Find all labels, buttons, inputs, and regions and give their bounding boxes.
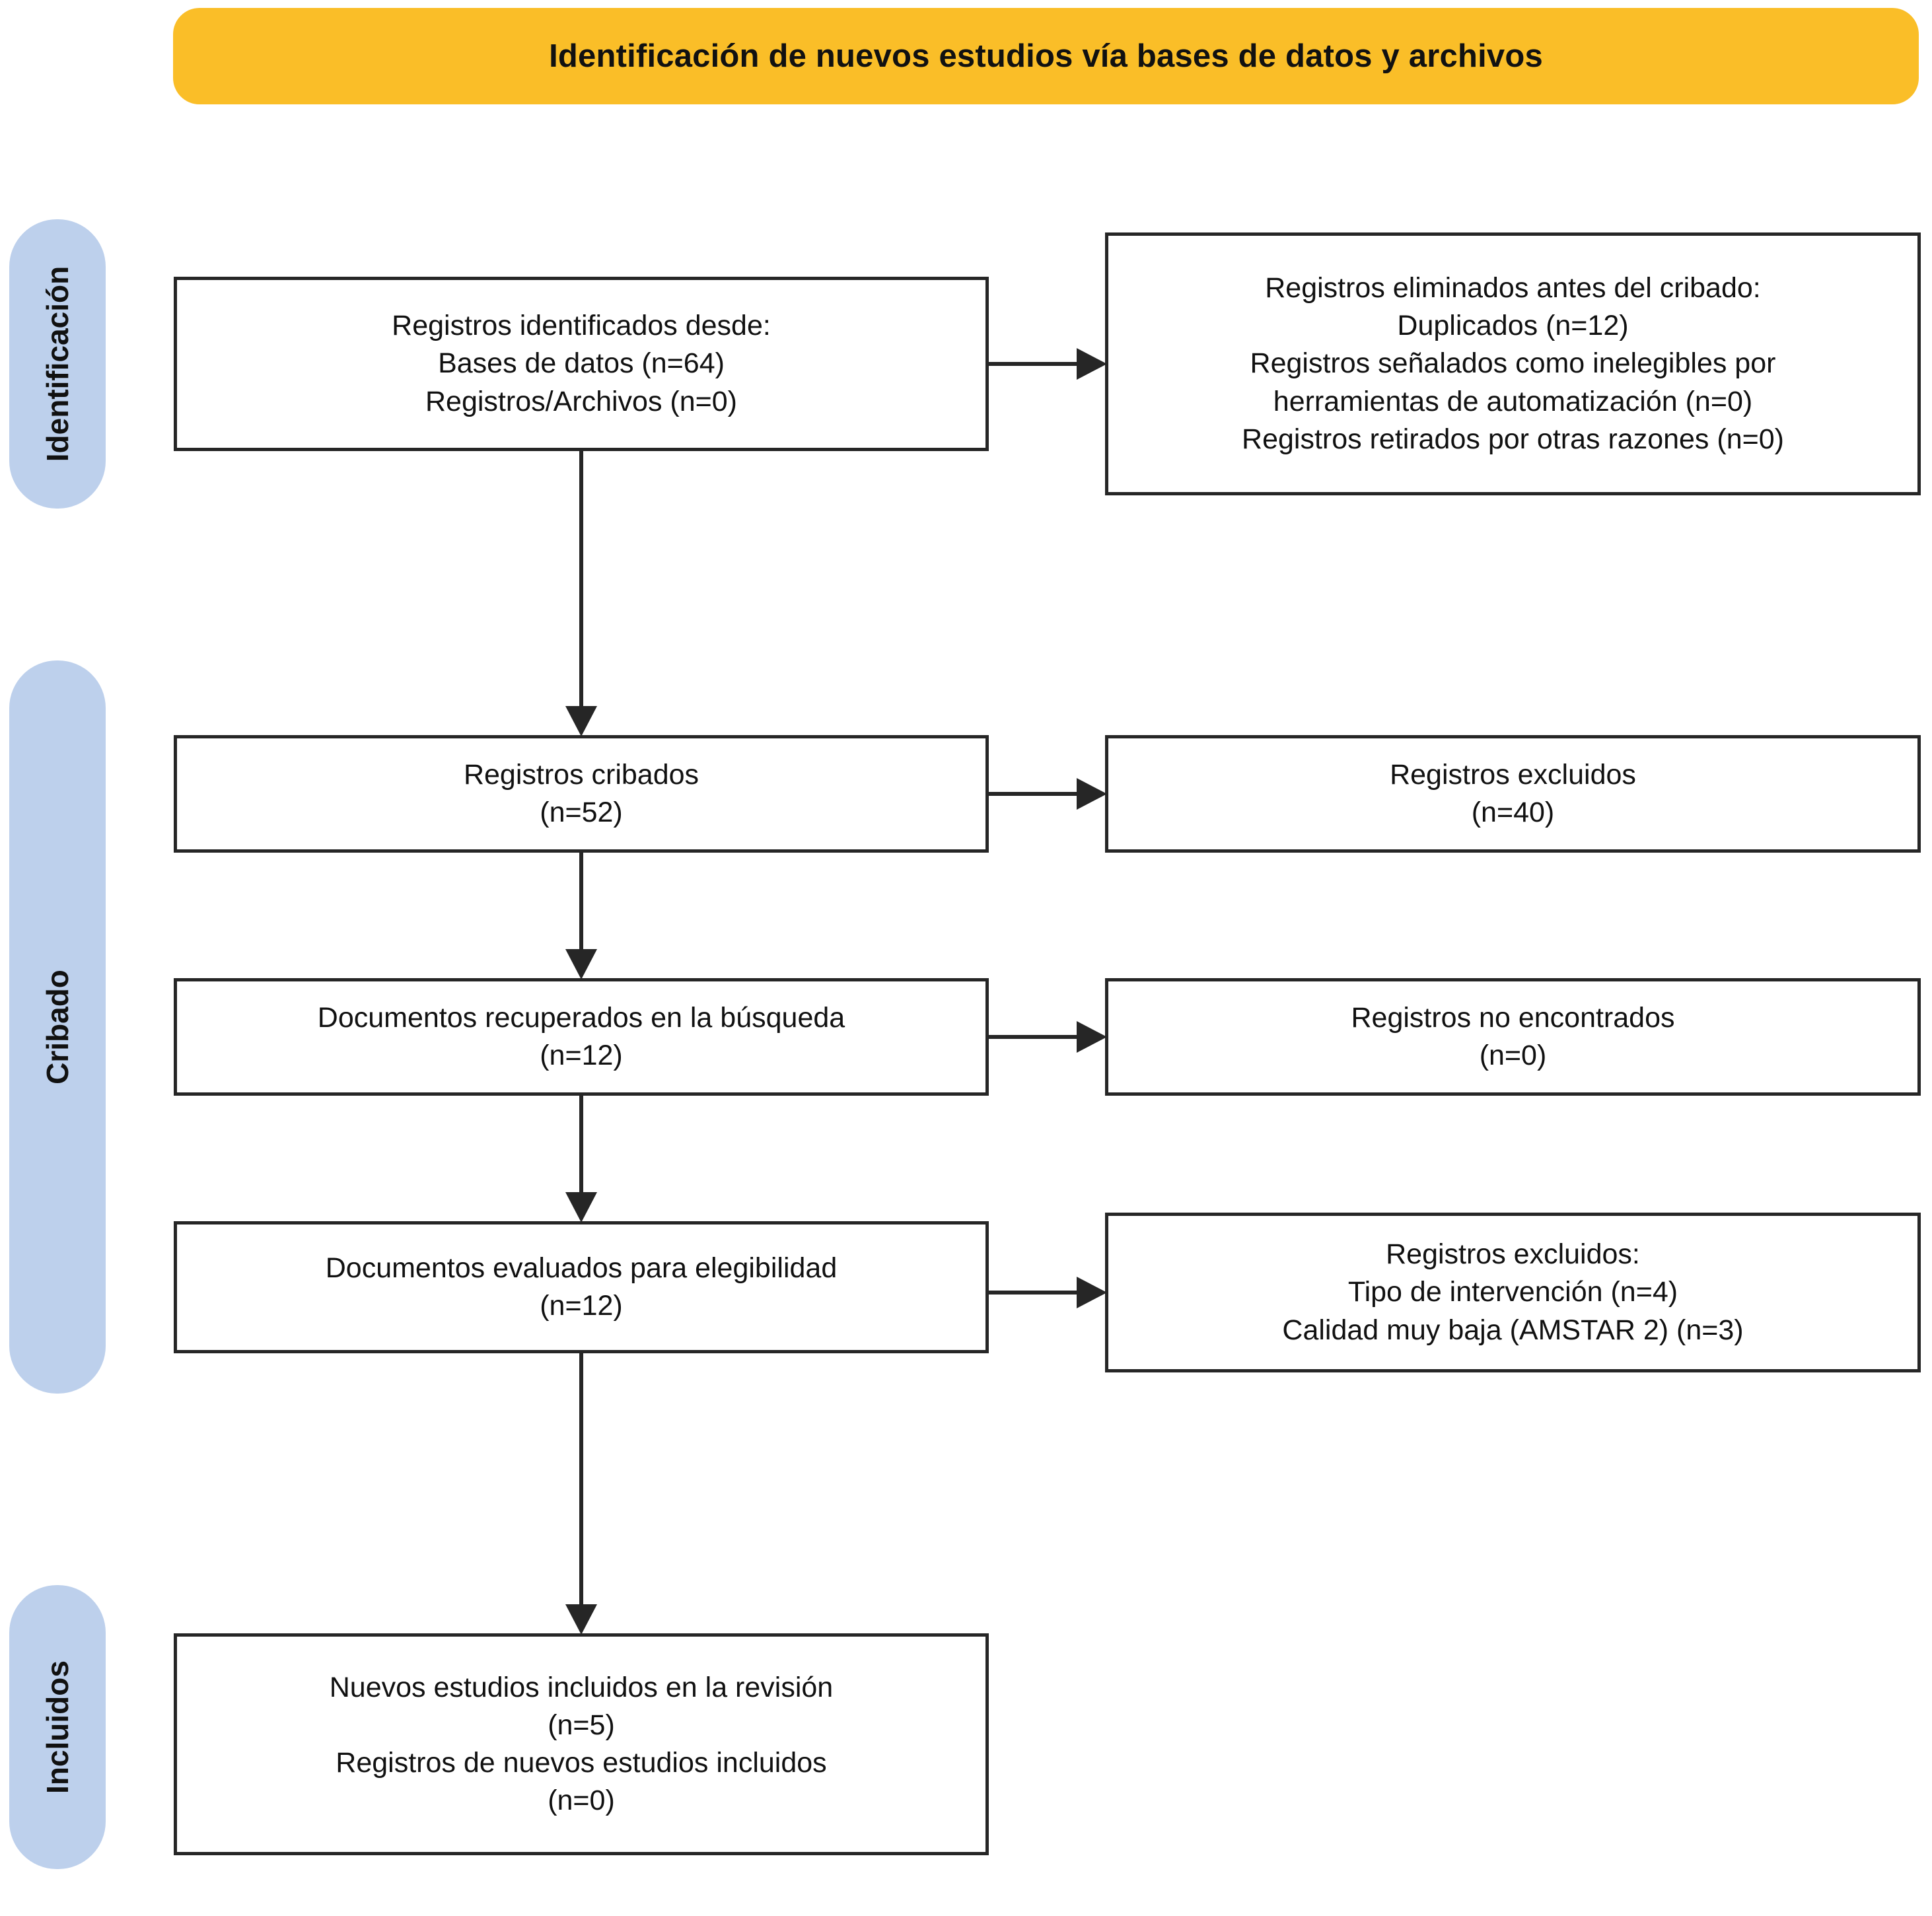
connector-line-assessed-to-excluded2 xyxy=(989,1291,1081,1295)
box-documents-assessed-text: Documentos evaluados para elegibilidad (… xyxy=(325,1252,838,1322)
connector-line-assessed-to-included xyxy=(579,1353,583,1604)
box-records-excluded-screening-text: Registros excluidos (n=40) xyxy=(1390,758,1636,828)
box-documents-retrieved: Documentos recuperados en la búsqueda (n… xyxy=(174,978,989,1096)
arrowhead-down-to-screened xyxy=(565,706,597,736)
connector-line-identified-to-screened xyxy=(579,451,583,706)
box-records-identified-text: Registros identificados desde: Bases de … xyxy=(392,310,771,417)
box-records-excluded-screening: Registros excluidos (n=40) xyxy=(1105,735,1921,853)
stage-bar-incluidos: Incluidos xyxy=(9,1585,106,1869)
arrowhead-right-to-excluded xyxy=(1077,778,1107,810)
box-new-studies-included-text: Nuevos estudios incluidos en la revisión… xyxy=(329,1671,834,1817)
connector-line-screened-to-excluded xyxy=(989,792,1081,796)
connector-line-retrieved-to-assessed xyxy=(579,1096,583,1192)
box-records-not-retrieved: Registros no encontrados (n=0) xyxy=(1105,978,1921,1096)
connector-line-identified-to-removed xyxy=(989,362,1081,366)
box-records-excluded-eligibility: Registros excluidos: Tipo de intervenció… xyxy=(1105,1213,1921,1372)
box-records-identified: Registros identificados desde: Bases de … xyxy=(174,277,989,451)
box-new-studies-included: Nuevos estudios incluidos en la revisión… xyxy=(174,1633,989,1855)
arrowhead-right-to-removed xyxy=(1077,348,1107,380)
connector-line-screened-to-retrieved xyxy=(579,853,583,949)
stage-label-identificacion: Identificación xyxy=(40,266,75,462)
stage-bar-cribado: Cribado xyxy=(9,660,106,1394)
box-records-screened-text: Registros cribados (n=52) xyxy=(463,758,699,828)
box-records-screened: Registros cribados (n=52) xyxy=(174,735,989,853)
stage-label-cribado: Cribado xyxy=(40,970,75,1084)
arrowhead-down-to-retrieved xyxy=(565,949,597,979)
arrowhead-right-to-notfound xyxy=(1077,1021,1107,1053)
box-records-excluded-eligibility-text: Registros excluidos: Tipo de intervenció… xyxy=(1282,1238,1744,1346)
box-records-not-retrieved-text: Registros no encontrados (n=0) xyxy=(1351,1001,1675,1071)
arrowhead-down-to-included xyxy=(565,1604,597,1635)
stage-label-incluidos: Incluidos xyxy=(40,1660,75,1794)
diagram-title-banner: Identificación de nuevos estudios vía ba… xyxy=(173,8,1919,104)
arrowhead-down-to-assessed xyxy=(565,1192,597,1223)
box-records-removed-text: Registros eliminados antes del cribado: … xyxy=(1242,272,1784,455)
arrowhead-right-to-excluded2 xyxy=(1077,1277,1107,1308)
stage-bar-identificacion: Identificación xyxy=(9,219,106,509)
page-title: Identificación de nuevos estudios vía ba… xyxy=(549,38,1543,74)
box-documents-assessed: Documentos evaluados para elegibilidad (… xyxy=(174,1221,989,1353)
connector-line-retrieved-to-notfound xyxy=(989,1035,1081,1039)
box-records-removed-before-screening: Registros eliminados antes del cribado: … xyxy=(1105,232,1921,495)
box-documents-retrieved-text: Documentos recuperados en la búsqueda (n… xyxy=(317,1001,845,1071)
